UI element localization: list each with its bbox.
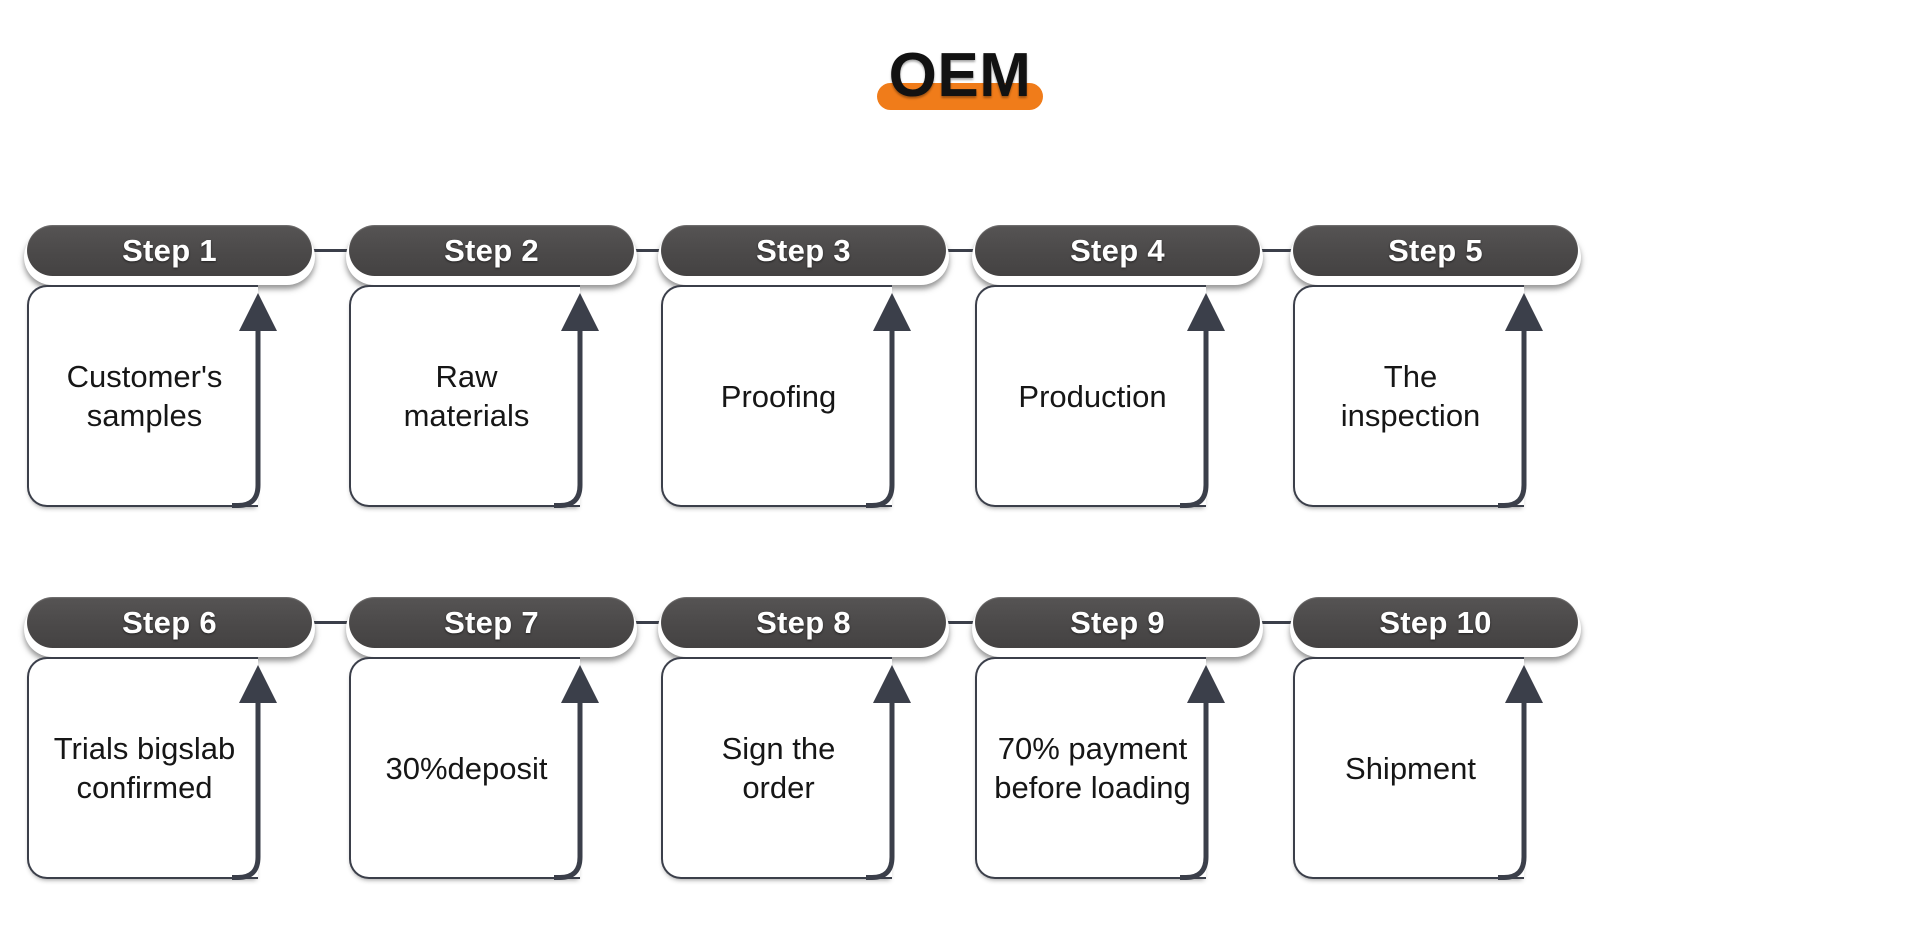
- step-pill[interactable]: Step 1: [24, 225, 315, 285]
- step-pill-body[interactable]: Step 7: [349, 597, 634, 648]
- step-pill[interactable]: Step 6: [24, 597, 315, 657]
- step-pill-label: Step 5: [1388, 233, 1483, 268]
- step-card-text: 30%deposit: [385, 750, 548, 786]
- step-card-text: 70% payment before loading: [994, 731, 1191, 805]
- step-card-text-wrap: Customer's samples: [27, 285, 320, 507]
- step-pill-label: Step 3: [756, 233, 851, 268]
- step-pill[interactable]: Step 8: [658, 597, 949, 657]
- step-pill-label: Step 8: [756, 605, 851, 640]
- flow-step[interactable]: Step 9 70% payment before loading: [972, 597, 1268, 887]
- step-card-text-wrap: Raw materials: [349, 285, 642, 507]
- step-card-text-wrap: 30%deposit: [349, 657, 642, 879]
- step-connector: [1233, 621, 1295, 624]
- step-card: [27, 657, 258, 879]
- step-pill[interactable]: Step 4: [972, 225, 1263, 285]
- step-pill-label: Step 10: [1379, 605, 1492, 640]
- step-connector: [1233, 249, 1295, 252]
- step-connector: [285, 621, 351, 624]
- step-card-text: Sign the order: [721, 731, 836, 805]
- step-card-text-wrap: Production: [975, 285, 1268, 507]
- step-card-text: Customer's samples: [66, 359, 223, 433]
- step-card-text: Raw materials: [403, 359, 530, 433]
- step-card-text: Trials bigslab confirmed: [53, 731, 236, 805]
- flow-row-top: Step 1 Customer's samples Step 2 Raw materi…: [0, 225, 1920, 515]
- flow-step[interactable]: Step 10 Shipment: [1290, 597, 1586, 887]
- step-pill-body[interactable]: Step 2: [349, 225, 634, 276]
- step-card: [975, 657, 1206, 879]
- step-card-text-wrap: Shipment: [1293, 657, 1586, 879]
- step-pill-body[interactable]: Step 3: [661, 225, 946, 276]
- step-card-text: The inspection: [1340, 359, 1481, 433]
- step-card: [349, 657, 580, 879]
- step-card-text: Production: [1018, 378, 1167, 414]
- flow-step[interactable]: Step 4 Production: [972, 225, 1268, 515]
- flow-row-bottom: Step 6 Trials bigslab confirmed Step 7 30%d…: [0, 597, 1920, 887]
- step-pill-body[interactable]: Step 10: [1293, 597, 1578, 648]
- step-card: [1293, 657, 1524, 879]
- step-pill[interactable]: Step 3: [658, 225, 949, 285]
- step-card-text-wrap: Proofing: [661, 285, 954, 507]
- step-pill[interactable]: Step 2: [346, 225, 637, 285]
- step-card: [1293, 285, 1524, 507]
- step-card-text-wrap: 70% payment before loading: [975, 657, 1268, 879]
- flow-step[interactable]: Step 1 Customer's samples: [24, 225, 320, 515]
- title-highlight-bar: [876, 83, 1044, 110]
- step-pill-body[interactable]: Step 1: [27, 225, 312, 276]
- step-pill-label: Step 4: [1070, 233, 1165, 268]
- step-pill-body[interactable]: Step 9: [975, 597, 1260, 648]
- step-card-text-wrap: Trials bigslab confirmed: [27, 657, 320, 879]
- step-card-text: Shipment: [1345, 750, 1476, 786]
- flow-step[interactable]: Step 3 Proofing: [658, 225, 954, 515]
- step-pill-body[interactable]: Step 6: [27, 597, 312, 648]
- step-pill-label: Step 2: [444, 233, 539, 268]
- step-card: [27, 285, 258, 507]
- step-pill-body[interactable]: Step 4: [975, 225, 1260, 276]
- step-pill[interactable]: Step 7: [346, 597, 637, 657]
- page-title: OEM: [888, 41, 1032, 110]
- page-title-block: OEM: [0, 36, 1920, 132]
- step-pill-label: Step 9: [1070, 605, 1165, 640]
- step-pill-body[interactable]: Step 5: [1293, 225, 1578, 276]
- flow-step[interactable]: Step 7 30%deposit: [346, 597, 642, 887]
- step-pill[interactable]: Step 9: [972, 597, 1263, 657]
- step-card: [975, 285, 1206, 507]
- step-card-text: Proofing: [720, 378, 837, 414]
- step-card: [349, 285, 580, 507]
- flow-step[interactable]: Step 2 Raw materials: [346, 225, 642, 515]
- flow-step[interactable]: Step 5 The inspection: [1290, 225, 1586, 515]
- step-card-text-wrap: The inspection: [1293, 285, 1586, 507]
- step-pill-label: Step 6: [122, 605, 217, 640]
- step-pill-label: Step 1: [122, 233, 217, 268]
- step-connector: [285, 249, 351, 252]
- step-pill[interactable]: Step 10: [1290, 597, 1581, 657]
- step-card-text-wrap: Sign the order: [661, 657, 954, 879]
- step-card: [661, 657, 892, 879]
- flow-step[interactable]: Step 6 Trials bigslab confirmed: [24, 597, 320, 887]
- step-pill-body[interactable]: Step 8: [661, 597, 946, 648]
- title-wrap: OEM: [876, 36, 1044, 116]
- flow-step[interactable]: Step 8 Sign the order: [658, 597, 954, 887]
- step-pill-label: Step 7: [444, 605, 539, 640]
- step-pill[interactable]: Step 5: [1290, 225, 1581, 285]
- step-card: [661, 285, 892, 507]
